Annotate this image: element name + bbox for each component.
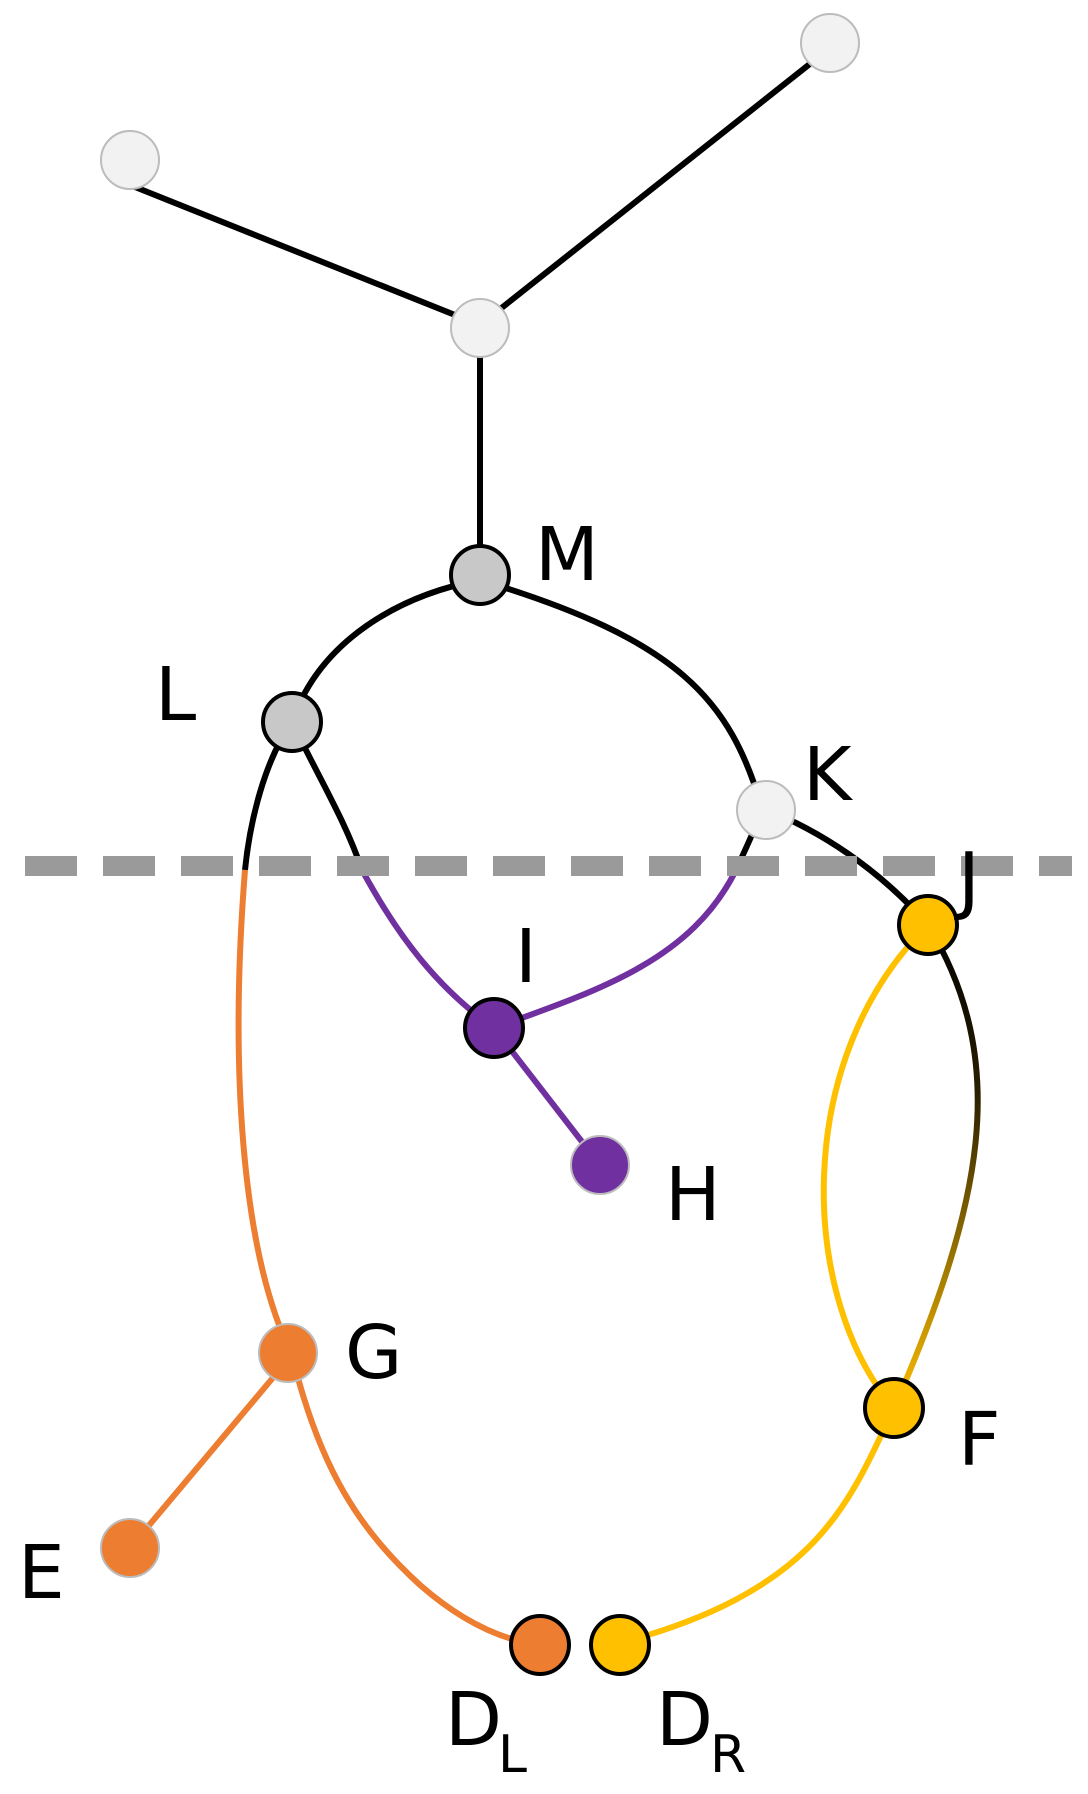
- node-E: [100, 1518, 160, 1578]
- edge-M-L: [289, 577, 481, 723]
- edge-J-F-right: [891, 923, 981, 1410]
- label-L: L: [155, 652, 196, 738]
- label-I: I: [515, 914, 537, 1000]
- node-J: [897, 894, 959, 956]
- node-F: [863, 1377, 925, 1439]
- label-M: M: [535, 512, 599, 598]
- edge-G-DL: [289, 1354, 541, 1648]
- label-G: G: [345, 1310, 402, 1396]
- node-G: [258, 1323, 318, 1383]
- label-F: F: [958, 1397, 1001, 1483]
- node-M: [449, 544, 511, 606]
- edge-M-K: [479, 577, 765, 809]
- label-E: E: [18, 1530, 65, 1616]
- node-K: [736, 780, 796, 840]
- label-K: K: [803, 732, 854, 818]
- edge-L-G-lower: [235, 869, 295, 1357]
- node-top-center: [450, 298, 510, 358]
- edge-K-I-lower: [492, 870, 738, 1031]
- edge-top-right: [478, 45, 832, 328]
- node-top-left: [100, 130, 160, 190]
- edge-top-left: [128, 182, 482, 328]
- label-H: H: [665, 1152, 721, 1238]
- node-L: [261, 691, 323, 753]
- edge-G-E: [127, 1353, 295, 1550]
- label-DR-sub: R: [710, 1725, 746, 1785]
- node-DR: [589, 1614, 651, 1676]
- node-top-right: [800, 13, 860, 73]
- edge-J-F-left: [820, 922, 931, 1410]
- label-J: J: [954, 837, 980, 923]
- node-DL: [509, 1614, 571, 1676]
- label-DR-main: D: [656, 1677, 713, 1763]
- label-DL-sub: L: [498, 1725, 527, 1785]
- edge-F-DR: [619, 1406, 897, 1646]
- node-H: [570, 1135, 630, 1195]
- node-I: [463, 997, 525, 1059]
- label-DL-main: D: [445, 1677, 502, 1763]
